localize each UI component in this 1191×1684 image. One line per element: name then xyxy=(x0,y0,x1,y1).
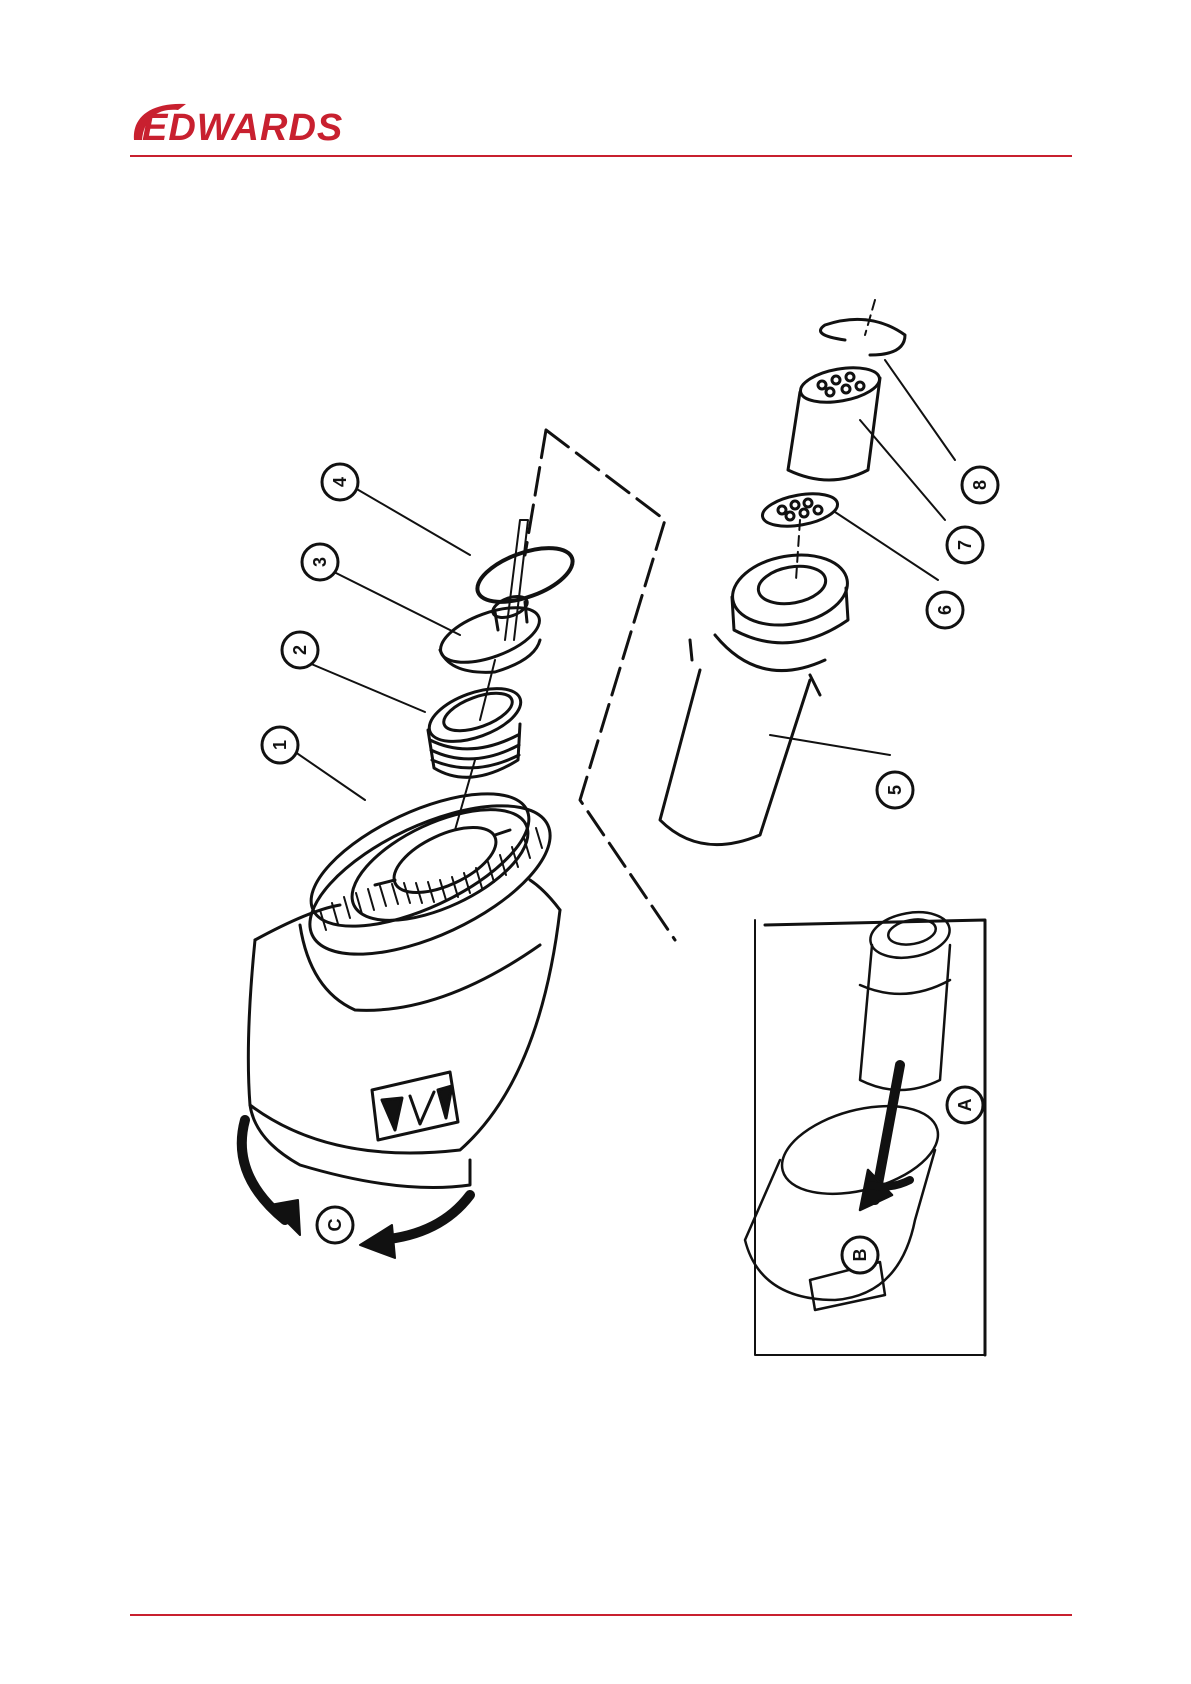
svg-text:A: A xyxy=(955,1099,975,1112)
valve-cap xyxy=(434,592,547,673)
svg-text:1: 1 xyxy=(270,740,290,750)
center-shaft xyxy=(505,520,528,640)
filter-tube xyxy=(660,546,853,844)
svg-text:7: 7 xyxy=(955,540,975,550)
callout-2: 2 xyxy=(282,632,318,668)
svg-text:2: 2 xyxy=(290,645,310,655)
callout-a: A xyxy=(947,1087,983,1123)
callout-4: 4 xyxy=(322,464,358,500)
canister-body xyxy=(248,767,571,1188)
callout-c: C xyxy=(317,1207,353,1243)
rotation-arrows xyxy=(242,1120,470,1258)
callout-b: B xyxy=(842,1237,878,1273)
svg-text:3: 3 xyxy=(310,557,330,567)
svg-text:5: 5 xyxy=(885,785,905,795)
svg-text:B: B xyxy=(850,1249,870,1262)
callout-8: 8 xyxy=(962,467,998,503)
footer-rule xyxy=(130,1614,1072,1616)
svg-text:4: 4 xyxy=(330,477,350,487)
callout-6: 6 xyxy=(927,592,963,628)
dashed-plane xyxy=(525,430,675,940)
svg-text:C: C xyxy=(325,1219,345,1232)
callout-7: 7 xyxy=(947,527,983,563)
svg-text:8: 8 xyxy=(970,480,990,490)
svg-text:6: 6 xyxy=(935,605,955,615)
callout-5: 5 xyxy=(877,772,913,808)
leader-lines xyxy=(285,360,955,800)
callout-3: 3 xyxy=(302,544,338,580)
callout-1: 1 xyxy=(262,727,298,763)
circlip xyxy=(821,319,906,355)
filter-cartridge xyxy=(788,362,882,480)
